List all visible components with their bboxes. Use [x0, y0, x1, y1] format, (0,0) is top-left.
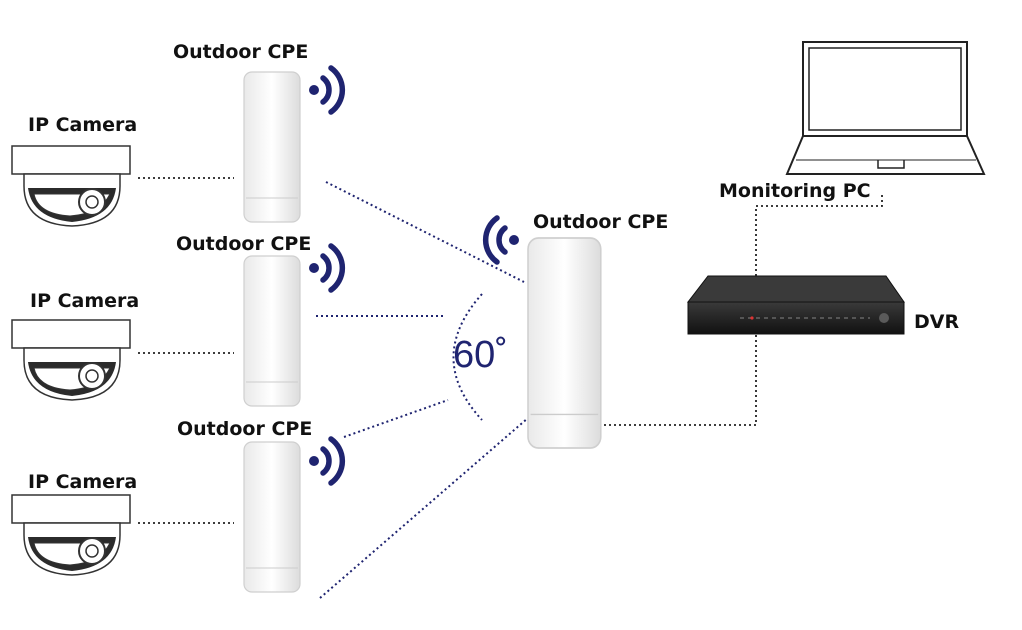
ip-camera-2-label: IP Camera	[30, 290, 140, 312]
ip-camera-3-label: IP Camera	[28, 471, 138, 493]
cpe-to-dvr-cable	[604, 334, 757, 426]
dvr-to-pc-cable	[755, 194, 883, 276]
wifi-signal-middle-icon	[309, 246, 342, 290]
cpe-middle-label: Outdoor CPE	[176, 233, 312, 255]
dvr-icon	[686, 275, 905, 335]
ip-camera-1-label: IP Camera	[28, 114, 138, 136]
angle-arc	[452, 293, 483, 421]
wireless-link-bottom-2	[319, 417, 529, 599]
wireless-link-top	[325, 181, 525, 283]
wifi-signal-top-icon	[309, 68, 342, 112]
monitoring-pc-label: Monitoring PC	[719, 180, 871, 202]
outdoor-cpe-top-icon	[243, 71, 301, 223]
cpe-top-label: Outdoor CPE	[173, 41, 309, 63]
wifi-signal-bottom-icon	[309, 439, 342, 483]
outdoor-cpe-center-icon	[527, 237, 602, 449]
wireless-link-bottom-1	[343, 399, 449, 438]
ip-camera-2-icon	[11, 319, 131, 401]
cpe-center-label: Outdoor CPE	[533, 211, 669, 233]
dvr-label: DVR	[914, 311, 960, 333]
ip-camera-3-icon	[11, 494, 131, 576]
ip-camera-1-icon	[11, 145, 131, 227]
laptop-icon	[785, 41, 986, 175]
coverage-angle-label: 60˚	[453, 334, 508, 376]
wifi-signal-center-icon	[486, 218, 519, 262]
outdoor-cpe-middle-icon	[243, 255, 301, 407]
cpe-bottom-label: Outdoor CPE	[177, 418, 313, 440]
outdoor-cpe-bottom-icon	[243, 441, 301, 593]
